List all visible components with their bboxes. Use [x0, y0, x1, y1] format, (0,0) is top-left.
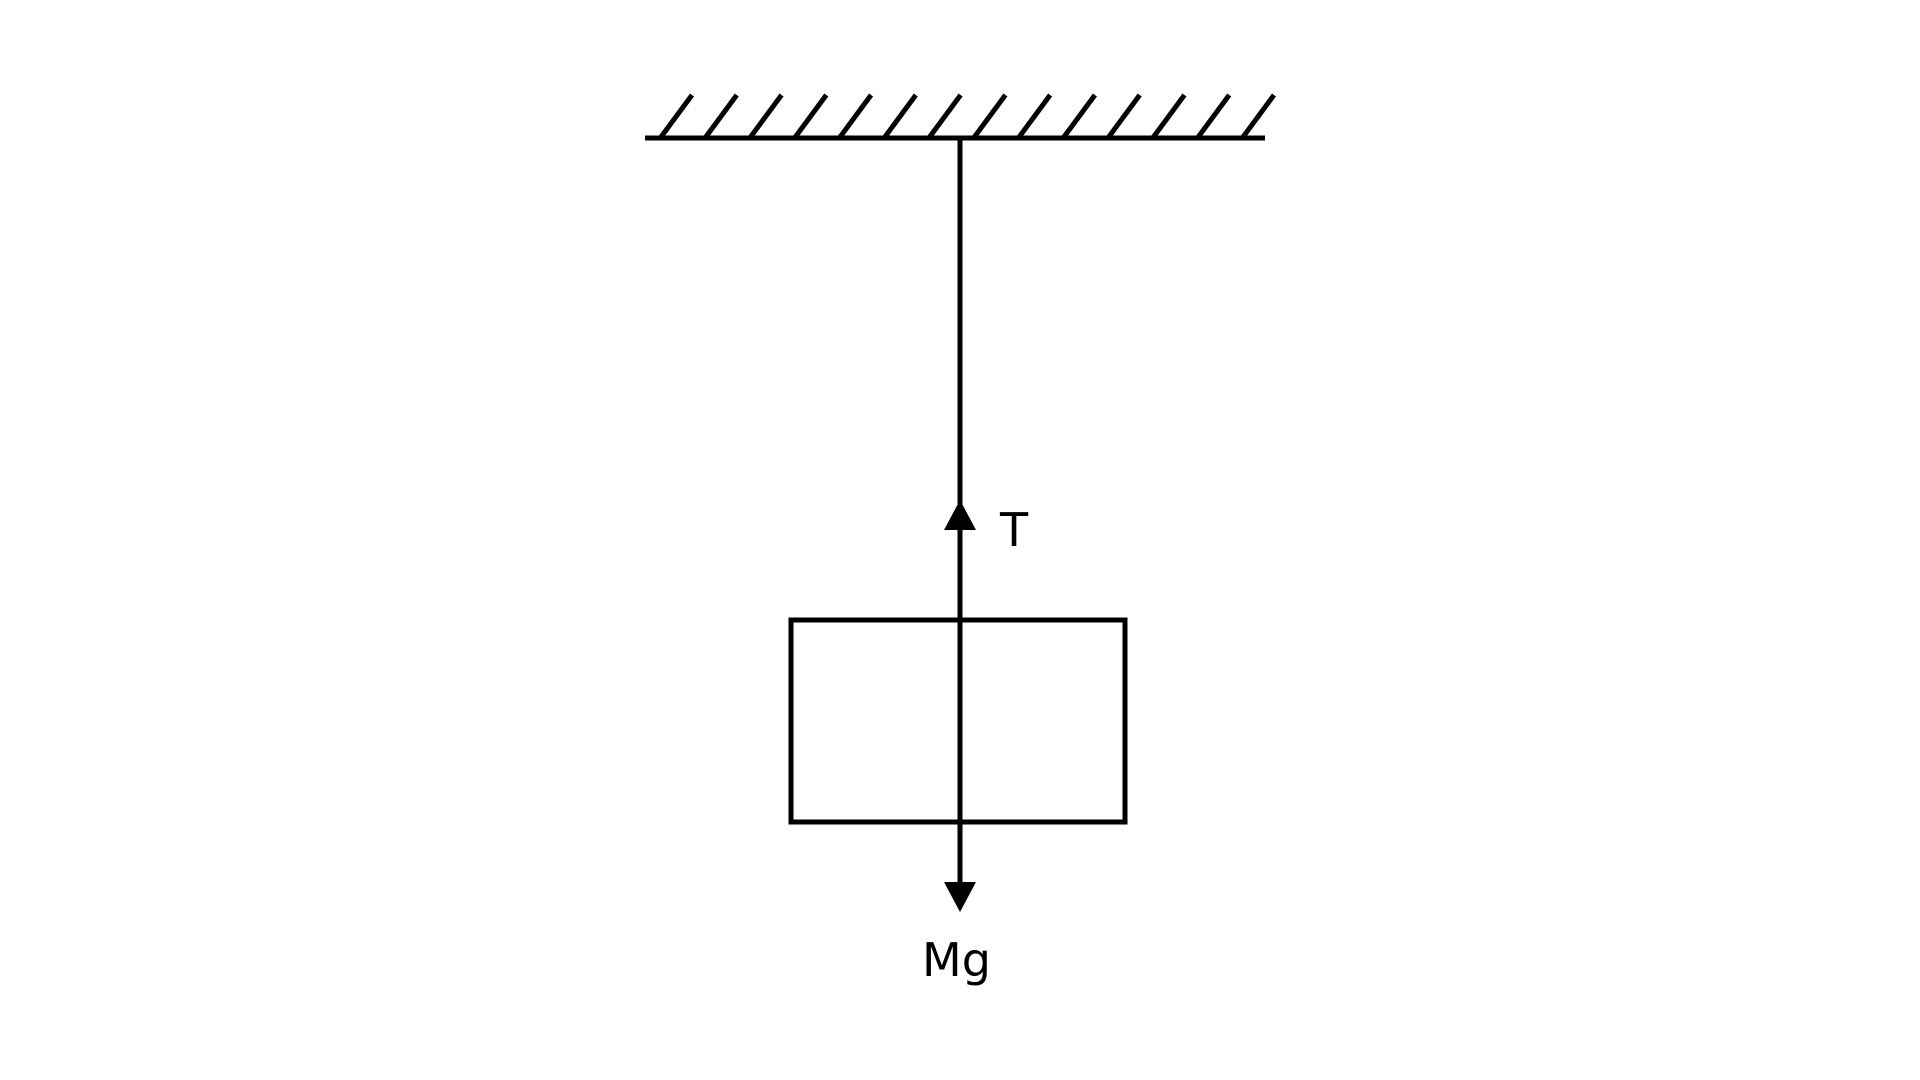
hatch-mark	[838, 93, 874, 139]
hatch-mark	[1106, 93, 1142, 139]
hatch-mark	[1196, 93, 1232, 139]
hatch-mark	[882, 93, 918, 139]
weight-arrowhead	[944, 882, 976, 912]
tension-arrowhead	[944, 500, 976, 530]
weight-label: Mg	[922, 933, 991, 987]
hatch-mark	[1240, 93, 1277, 139]
hatch-mark	[1061, 93, 1097, 139]
hatch-mark	[793, 93, 829, 139]
hatch-mark	[972, 93, 1008, 139]
hatch-mark	[703, 93, 739, 139]
ceiling	[645, 93, 1277, 141]
hatch-mark	[748, 93, 784, 139]
hatch-mark	[927, 93, 963, 139]
ceiling-hatches	[658, 93, 1277, 139]
tension-label: T	[999, 503, 1029, 557]
hatch-mark	[1151, 93, 1187, 139]
hatch-mark	[658, 93, 695, 139]
hatch-mark	[1017, 93, 1053, 139]
